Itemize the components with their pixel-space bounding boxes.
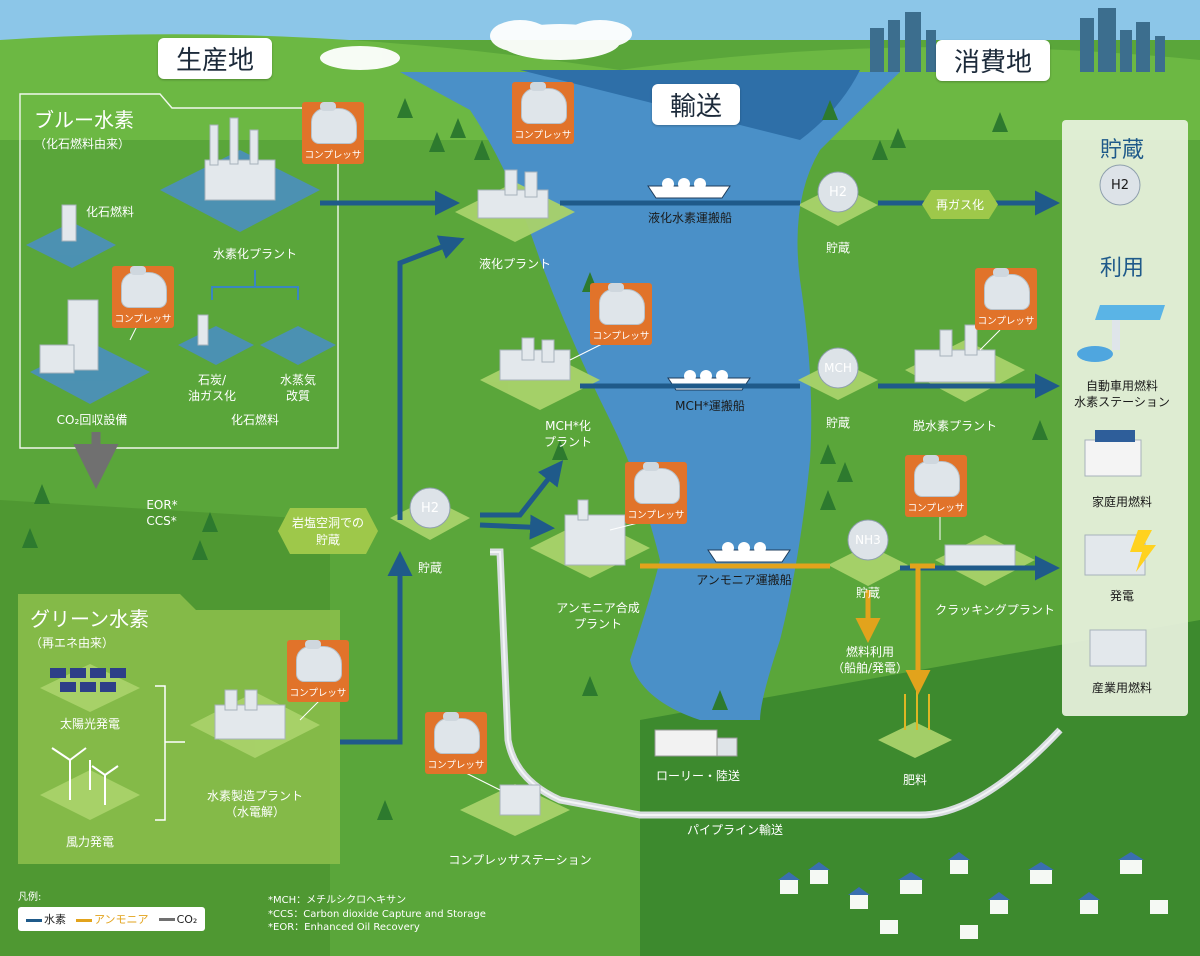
label-h2-plant: 水素化プラント bbox=[212, 247, 298, 261]
legend-ammonia: アンモニア bbox=[76, 911, 149, 927]
footnote-ccs: *CCS：Carbon dioxide Capture and Storage bbox=[268, 908, 486, 920]
label-car-station: 自動車用燃料 水素ステーション bbox=[1074, 379, 1170, 410]
label-wind: 風力発電 bbox=[65, 835, 115, 849]
compressor-icon: コンプレッサ bbox=[625, 462, 687, 524]
flow-storage-to-liq bbox=[397, 235, 465, 520]
label-electrolysis-plant: 水素製造プラント （水電解） bbox=[206, 789, 304, 820]
tank-h2-store: H2 bbox=[1110, 178, 1130, 193]
footnotes: *MCH：メチルシクロヘキサン *CCS：Carbon dioxide Capt… bbox=[268, 894, 486, 935]
label-power: 発電 bbox=[1109, 589, 1135, 603]
legend-hydrogen: 水素 bbox=[26, 911, 66, 927]
label-steam-reforming: 水蒸気 改質 bbox=[279, 373, 317, 404]
compressor-icon: コンプレッサ bbox=[425, 712, 487, 774]
header-production: 生産地 bbox=[158, 38, 273, 79]
label-storage-left: 貯蔵 bbox=[417, 561, 443, 575]
compressor-icon: コンプレッサ bbox=[112, 266, 174, 328]
label-lh2-ship: 液化水素運搬船 bbox=[647, 211, 733, 225]
label-compressor-station: コンプレッサステーション bbox=[448, 853, 592, 867]
salt-cavern-storage: 岩塩空洞での 貯蔵 bbox=[278, 508, 379, 554]
label-solar: 太陽光発電 bbox=[59, 717, 121, 731]
compressor-icon: コンプレッサ bbox=[975, 268, 1037, 330]
label-fertilizer: 肥料 bbox=[902, 773, 928, 787]
footnote-mch: *MCH：メチルシクロヘキサン bbox=[268, 895, 407, 906]
label-cracking-plant: クラッキングプラント bbox=[935, 603, 1055, 617]
label-lorry: ローリー・陸送 bbox=[655, 769, 741, 783]
flow-electrolysis-to-storage bbox=[340, 551, 413, 745]
header-consumption: 消費地 bbox=[936, 40, 1051, 81]
label-storage-mch: 貯蔵 bbox=[825, 416, 851, 430]
tank-h2-right: H2 bbox=[828, 185, 848, 200]
legend: 凡例: 水素 アンモニア CO₂ bbox=[18, 888, 206, 931]
label-fossil-fuel: 化石燃料 bbox=[85, 205, 135, 219]
blue-hydrogen-title: ブルー水素（化石燃料由来） bbox=[34, 108, 134, 151]
label-coal-gasification: 石炭/ 油ガス化 bbox=[187, 373, 237, 404]
legend-title: 凡例: bbox=[18, 892, 42, 903]
label-use-title: 利用 bbox=[1099, 256, 1145, 281]
label-storage-nh3: 貯蔵 bbox=[855, 586, 881, 600]
label-fuel-use: 燃料利用 （船舶/発電） bbox=[831, 645, 909, 676]
legend-co2: CO₂ bbox=[158, 913, 197, 926]
label-dehydrogenation-plant: 脱水素プラント bbox=[912, 419, 998, 433]
label-mch-ship: MCH*運搬船 bbox=[675, 399, 745, 413]
label-storage-h2: 貯蔵 bbox=[825, 241, 851, 255]
label-pipeline: パイプライン輸送 bbox=[686, 823, 784, 837]
label-co2-capture: CO₂回収設備 bbox=[56, 413, 128, 427]
tank-nh3: NH3 bbox=[855, 533, 881, 547]
compressor-icon: コンプレッサ bbox=[287, 640, 349, 702]
label-fossil-group: 化石燃料 bbox=[230, 413, 280, 427]
label-liquefaction-plant: 液化プラント bbox=[478, 257, 552, 271]
header-transport: 輸送 bbox=[652, 84, 741, 125]
green-hydrogen-title: グリーン水素（再エネ由来） bbox=[30, 607, 149, 650]
label-ammonia-plant: アンモニア合成 プラント bbox=[556, 601, 640, 632]
label-mch-plant: MCH*化 プラント bbox=[543, 419, 593, 450]
label-nh3-ship: アンモニア運搬船 bbox=[696, 573, 792, 587]
tank-mch: MCH bbox=[824, 361, 852, 375]
regasification: 再ガス化 bbox=[922, 190, 999, 219]
footnote-eor: *EOR：Enhanced Oil Recovery bbox=[268, 922, 420, 933]
label-home-fuel: 家庭用燃料 bbox=[1091, 495, 1153, 509]
consumption-panel bbox=[1062, 120, 1188, 716]
label-eor-ccs: EOR* CCS* bbox=[146, 498, 178, 529]
tank-h2-left: H2 bbox=[420, 501, 440, 516]
compressor-icon: コンプレッサ bbox=[512, 82, 574, 144]
label-industrial-fuel: 産業用燃料 bbox=[1091, 681, 1153, 695]
compressor-icon: コンプレッサ bbox=[302, 102, 364, 164]
compressor-icon: コンプレッサ bbox=[590, 283, 652, 345]
compressor-icon: コンプレッサ bbox=[905, 455, 967, 517]
label-storage-title: 貯蔵 bbox=[1099, 138, 1145, 163]
